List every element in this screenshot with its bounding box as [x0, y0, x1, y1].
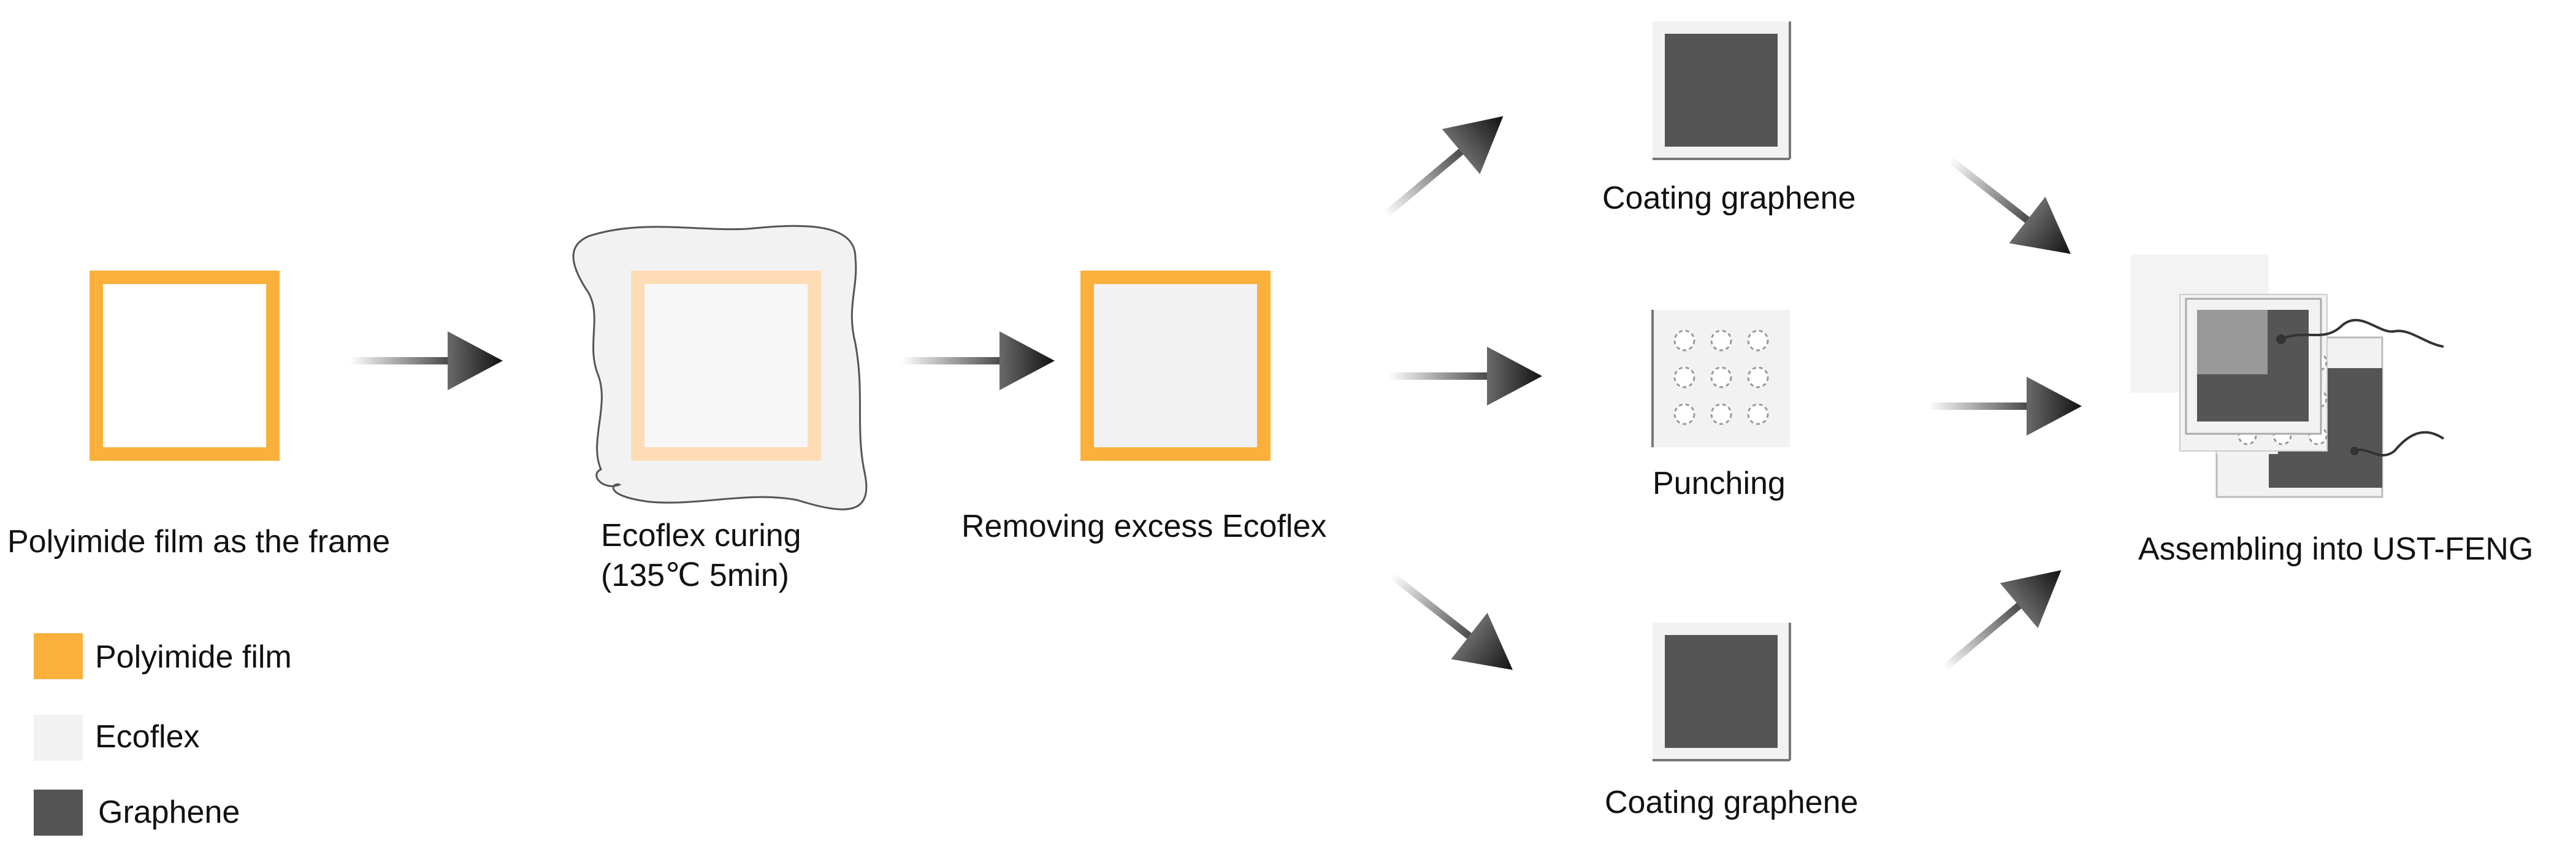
- step-punching-label: Punching: [1653, 466, 1786, 501]
- step-frame-label: Polyimide film as the frame: [7, 524, 390, 560]
- legend-label-ecoflex: Ecoflex: [95, 719, 200, 755]
- step-removing-excess: Removing excess Ecoflex: [961, 271, 1326, 544]
- arrow-up-right-icon: [1925, 547, 2081, 691]
- arrow-down-right-icon: [1932, 136, 2089, 277]
- legend-swatch-graphene: [34, 790, 83, 836]
- step-coating-bottom-label: Coating graphene: [1605, 785, 1858, 820]
- step-ecoflex-curing: Ecoflex curing (135℃ 5min): [572, 225, 868, 593]
- assembled-ust-feng: Assembling into UST-FENG: [2131, 255, 2533, 567]
- step-coating-top-label: Coating graphene: [1602, 180, 1856, 216]
- arrow-down-right-icon: [1374, 552, 1531, 693]
- arrow-right-icon: [1389, 347, 1542, 406]
- step-coating-graphene-bottom: Coating graphene: [1605, 623, 1858, 820]
- legend-swatch-polyimide: [34, 633, 83, 679]
- polyimide-frame-square: [90, 271, 280, 461]
- step-assembling-label: Assembling into UST-FENG: [2138, 531, 2533, 567]
- punched-holes: [1673, 329, 1769, 425]
- graphene-square: [1665, 635, 1778, 748]
- arrow-right-icon: [901, 331, 1055, 390]
- step-removing-label: Removing excess Ecoflex: [961, 509, 1326, 544]
- trimmed-frame-square: [1080, 271, 1271, 461]
- step-polyimide-frame: Polyimide film as the frame: [7, 271, 390, 560]
- arrow-right-icon: [350, 331, 503, 390]
- arrow-right-icon: [1928, 377, 2082, 436]
- step-coating-graphene-top: Coating graphene: [1602, 21, 1856, 216]
- step-curing-label-line2: (135℃ 5min): [601, 558, 789, 593]
- legend-swatch-ecoflex: [34, 715, 83, 761]
- arrow-up-right-icon: [1367, 93, 1523, 237]
- step-punching: Punching: [1651, 310, 1790, 501]
- faded-polyimide-frame: [631, 271, 821, 461]
- legend-label-polyimide: Polyimide film: [95, 639, 292, 675]
- legend-label-graphene: Graphene: [98, 795, 240, 830]
- graphene-square: [1665, 34, 1778, 147]
- step-curing-label-line1: Ecoflex curing: [601, 518, 801, 553]
- legend: Polyimide film Ecoflex Graphene: [34, 633, 292, 836]
